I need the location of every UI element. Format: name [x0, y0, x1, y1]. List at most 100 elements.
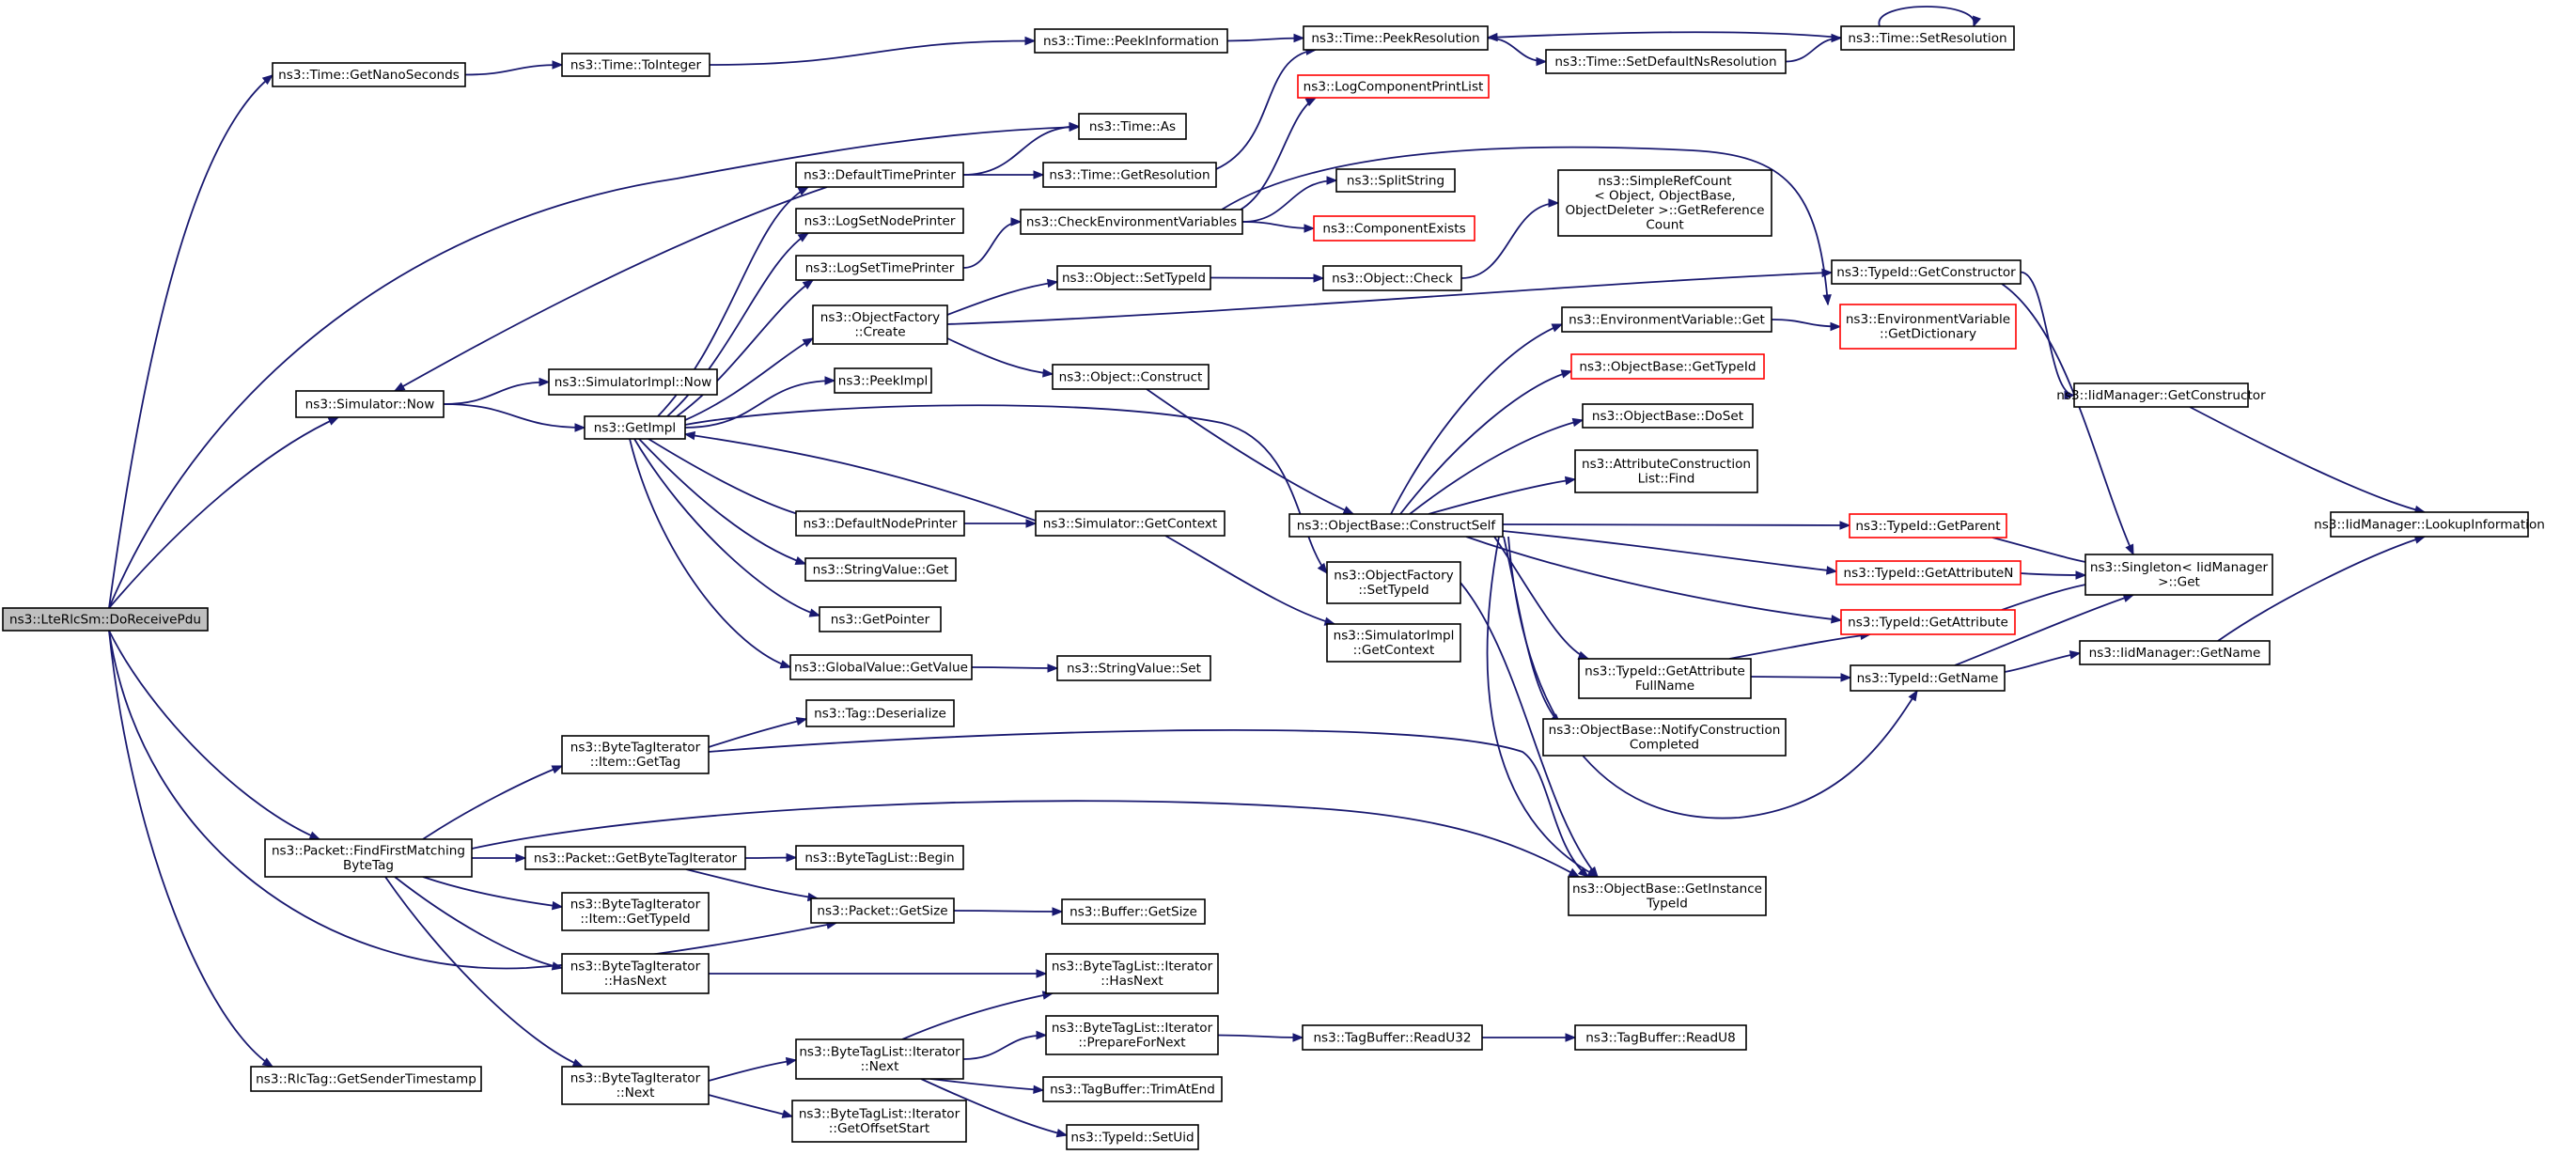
node-label: ns3::RlcTag::GetSenderTimestamp [256, 1071, 476, 1086]
node-objcheck[interactable]: ns3::Object::Check [1322, 265, 1462, 291]
node-getpointer[interactable]: ns3::GetPointer [819, 606, 942, 632]
node-lookupinfo[interactable]: ns3::IidManager::LookupInformation [2314, 511, 2545, 538]
node-btinext[interactable]: ns3::ByteTagIterator::Next [561, 1066, 710, 1105]
node-strvalset[interactable]: ns3::StringValue::Set [1056, 655, 1211, 681]
node-simimplnow[interactable]: ns3::SimulatorImpl::Now [548, 368, 718, 396]
node-packetgetsize[interactable]: ns3::Packet::GetSize [810, 897, 955, 924]
node-iidgetname[interactable]: ns3::IidManager::GetName [2079, 640, 2271, 665]
node-btlihasnext[interactable]: ns3::ByteTagList::Iterator::HasNext [1045, 953, 1219, 994]
node-getparent[interactable]: ns3::TypeId::GetParent [1849, 513, 2007, 538]
node-simimplctx[interactable]: ns3::SimulatorImpl::GetContext [1326, 623, 1461, 663]
node-objsettypeid[interactable]: ns3::Object::SetTypeId [1056, 265, 1211, 290]
node-getattribute[interactable]: ns3::TypeId::GetAttribute [1840, 609, 2016, 635]
node-singletonget[interactable]: ns3::Singleton< IidManager >::Get [2084, 554, 2273, 596]
node-getres[interactable]: ns3::Time::GetResolution [1042, 162, 1217, 188]
node-simnow[interactable]: ns3::Simulator::Now [295, 390, 445, 418]
node-buffergetsize[interactable]: ns3::Buffer::GetSize [1061, 898, 1206, 925]
node-setres[interactable]: ns3::Time::SetResolution [1840, 25, 2015, 51]
call-edge-constructself-to-envget [1390, 323, 1564, 515]
node-label: ns3::LogComponentPrintList [1304, 79, 1484, 94]
node-constructself[interactable]: ns3::ObjectBase::ConstructSelf [1288, 513, 1504, 538]
node-label: ns3::ByteTagList::Begin [804, 851, 954, 866]
node-checkenv[interactable]: ns3::CheckEnvironmentVariables [1020, 209, 1243, 235]
node-setuid[interactable]: ns3::TypeId::SetUid [1066, 1124, 1199, 1150]
node-readu32[interactable]: ns3::TagBuffer::ReadU32 [1302, 1024, 1483, 1051]
node-itemgettag[interactable]: ns3::ByteTagIterator::Item::GetTag [561, 735, 710, 774]
node-getattrn[interactable]: ns3::TypeId::GetAttributeN [1835, 560, 2022, 585]
node-simgetcontext[interactable]: ns3::Simulator::GetContext [1035, 510, 1226, 537]
node-tagdeser[interactable]: ns3::Tag::Deserialize [805, 699, 955, 727]
call-edge-objsettypeid-to-objcheck [1210, 273, 1325, 283]
node-defnodeprinter[interactable]: ns3::DefaultNodePrinter [795, 510, 965, 537]
node-logprint[interactable]: ns3::LogComponentPrintList [1297, 74, 1490, 99]
node-label: ns3::Time::SetDefaultNsResolution [1554, 55, 1776, 70]
node-deftimeprinter[interactable]: ns3::DefaultTimePrinter [795, 162, 964, 188]
node-gvgetvalue[interactable]: ns3::GlobalValue::GetValue [789, 654, 973, 680]
node-tidgetname[interactable]: ns3::TypeId::GetName [1850, 664, 2006, 692]
node-root[interactable]: ns3::LteRlcSm::DoReceivePdu [2, 607, 209, 632]
node-setdefault[interactable]: ns3::Time::SetDefaultNsResolution [1545, 49, 1787, 74]
node-compexists[interactable]: ns3::ComponentExists [1313, 215, 1475, 242]
node-btlbegin[interactable]: ns3::ByteTagList::Begin [795, 845, 964, 870]
node-readu8[interactable]: ns3::TagBuffer::ReadU8 [1574, 1024, 1747, 1051]
node-splitstring[interactable]: ns3::SplitString [1335, 168, 1456, 193]
node-getbytetagiter[interactable]: ns3::Packet::GetByteTagIterator [524, 846, 746, 870]
call-edge-setres-to-peekres [1486, 31, 1842, 42]
node-label: ObjectDeleter >::GetReference [1565, 203, 1764, 218]
node-label: ns3::IidManager::GetConstructor [2056, 388, 2266, 403]
node-envdict[interactable]: ns3::EnvironmentVariable::GetDictionary [1839, 304, 2017, 350]
node-factorycreate[interactable]: ns3::ObjectFactory::Create [812, 304, 948, 345]
node-label: ns3::GetImpl [594, 420, 676, 435]
node-envget[interactable]: ns3::EnvironmentVariable::Get [1561, 306, 1772, 333]
node-peekinfo[interactable]: ns3::Time::PeekInformation [1034, 28, 1228, 54]
node-peekres[interactable]: ns3::Time::PeekResolution [1303, 25, 1489, 51]
node-getconstructor[interactable]: ns3::TypeId::GetConstructor [1831, 259, 2022, 285]
call-edge-factorysettypeid-to-getinstance [1460, 582, 1599, 879]
call-edge-peekinfo-to-peekres [1226, 33, 1305, 43]
call-edge-checkenv-to-envdict [1221, 146, 1832, 306]
call-edge-getimpl-to-factorysettypeid [684, 404, 1328, 575]
node-label: ns3::Packet::GetSize [817, 903, 947, 918]
node-logtimeprinter[interactable]: ns3::LogSetTimePrinter [795, 255, 964, 281]
call-edge-root-to-findfirst [108, 630, 321, 840]
node-label: ns3::TypeId::GetName [1857, 671, 1999, 686]
node-tointeger[interactable]: ns3::Time::ToInteger [561, 53, 710, 77]
node-peekimpl[interactable]: ns3::PeekImpl [834, 367, 932, 394]
node-lognodeprinter[interactable]: ns3::LogSetNodePrinter [795, 208, 964, 234]
node-notifyconstr[interactable]: ns3::ObjectBase::NotifyConstructionCompl… [1542, 718, 1787, 757]
call-edge-simnow-to-simimplnow [443, 377, 551, 405]
call-edge-simgetcontext-to-getimpl [683, 430, 1037, 522]
node-getimpl[interactable]: ns3::GetImpl [584, 415, 686, 440]
node-getnano[interactable]: ns3::Time::GetNanoSeconds [272, 62, 466, 87]
node-factorysettypeid[interactable]: ns3::ObjectFactory::SetTypeId [1326, 561, 1461, 604]
node-strvalget[interactable]: ns3::StringValue::Get [804, 557, 957, 582]
node-itemgettypeid[interactable]: ns3::ByteTagIterator::Item::GetTypeId [561, 892, 710, 931]
call-edge-itemgettag-to-tagdeser [708, 716, 808, 748]
call-edge-root-to-packetgetsize [108, 630, 838, 970]
node-label: ns3::Singleton< IidManager [2090, 560, 2269, 575]
node-trimatend[interactable]: ns3::TagBuffer::TrimAtEnd [1042, 1076, 1223, 1102]
call-edge-constructself-to-obgettypeid [1399, 369, 1573, 515]
node-iidgetctor[interactable]: ns3::IidManager::GetConstructor [2056, 382, 2266, 408]
call-edge-factorycreate-to-objconstruct [946, 337, 1054, 378]
node-rlcgetsender[interactable]: ns3::RlcTag::GetSenderTimestamp [250, 1066, 482, 1092]
node-obdoset[interactable]: ns3::ObjectBase::DoSet [1582, 403, 1754, 429]
node-objconstruct[interactable]: ns3::Object::Construct [1052, 364, 1210, 390]
node-label: ns3::Time::GetResolution [1049, 167, 1210, 182]
call-edge-deftimeprinter-to-timeas [962, 121, 1081, 176]
node-btlinext[interactable]: ns3::ByteTagList::Iterator::Next [795, 1038, 964, 1080]
node-label: ns3::Tag::Deserialize [814, 706, 946, 721]
node-timeas[interactable]: ns3::Time::As [1078, 113, 1187, 140]
node-getoffsetstart[interactable]: ns3::ByteTagList::Iterator::GetOffsetSta… [791, 1100, 967, 1143]
call-edge-btlinext-to-setuid [920, 1078, 1069, 1138]
node-obgettypeid[interactable]: ns3::ObjectBase::GetTypeId [1570, 353, 1765, 380]
node-preparefornext[interactable]: ns3::ByteTagList::Iterator::PrepareForNe… [1045, 1015, 1219, 1055]
node-label: ns3::Object::Construct [1059, 369, 1203, 384]
call-edge-constructself-to-getinstance [1486, 536, 1600, 878]
node-simpleref[interactable]: ns3::SimpleRefCount< Object, ObjectBase,… [1557, 169, 1772, 237]
node-btihasnext[interactable]: ns3::ByteTagIterator::HasNext [561, 953, 710, 994]
